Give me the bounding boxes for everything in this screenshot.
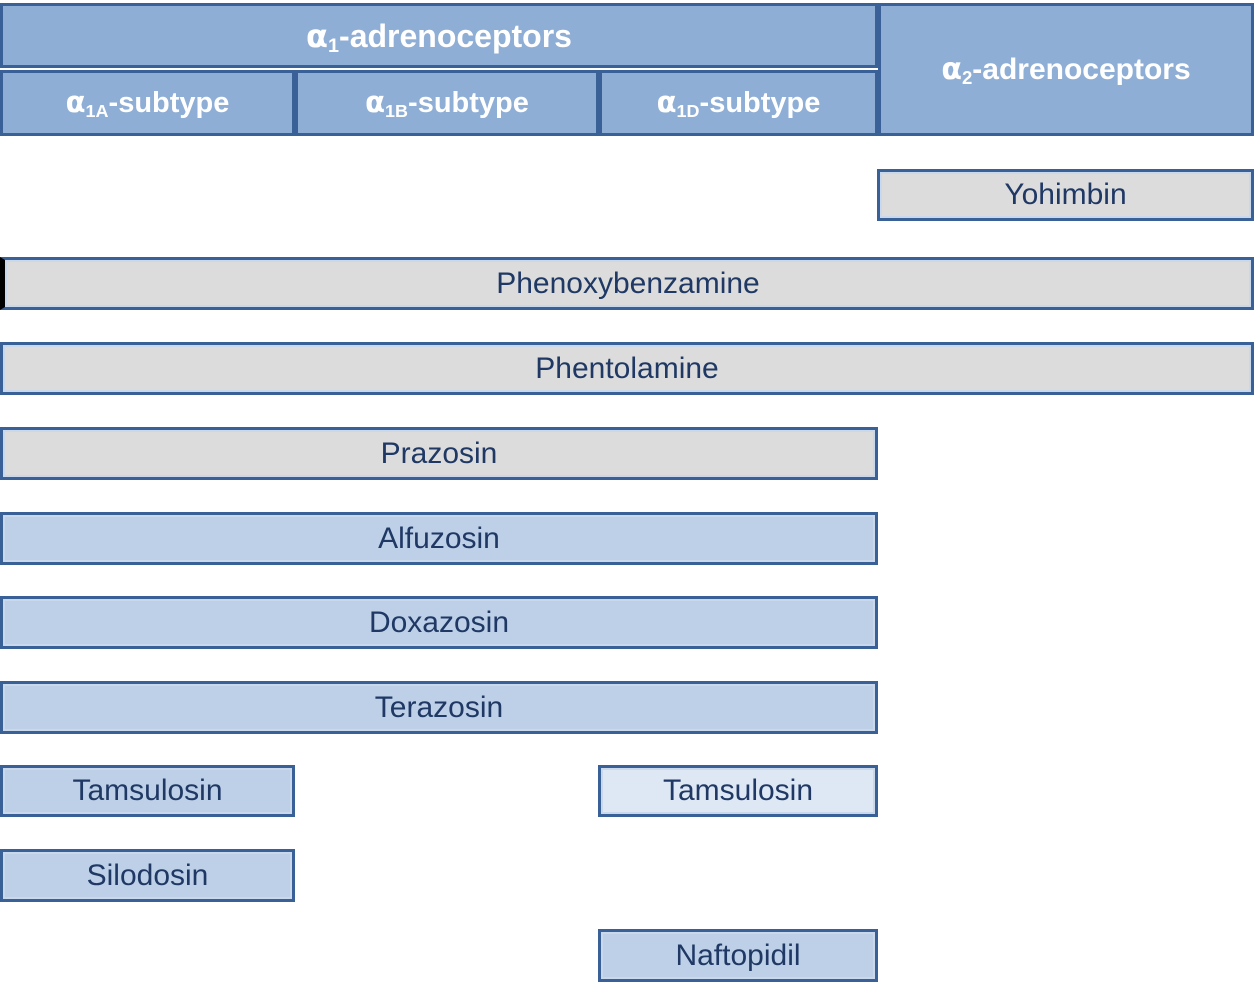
drug-bar-label: Yohimbin <box>1004 178 1127 211</box>
drug-bar-terazosin[interactable]: Terazosin <box>0 681 878 734</box>
drug-bar-inner: Terazosin <box>3 684 875 731</box>
alpha-glyph: α <box>365 85 386 119</box>
alpha1A-subscript: 1A <box>85 101 109 122</box>
header-alpha1-adrenoceptors: α1-adrenoceptors <box>0 3 878 68</box>
header-subtype-alpha1A-label: α1A-subtype <box>65 85 230 122</box>
header-subtype-alpha1B: α1B-subtype <box>295 70 599 136</box>
drug-bar-inner: Tamsulosin <box>601 768 875 814</box>
alpha1B-subscript: 1B <box>385 101 409 122</box>
header-subtype-alpha1D-label: α1D-subtype <box>656 85 821 122</box>
header-alpha2-label: α2-adrenoceptors <box>941 51 1191 88</box>
drug-bar-label: Terazosin <box>374 690 504 724</box>
drug-bar-label: Prazosin <box>380 436 498 470</box>
alpha1A-suffix: -subtype <box>108 87 230 119</box>
drug-bar-tamsulosin-a1d[interactable]: Tamsulosin <box>598 765 878 817</box>
alpha-glyph: α <box>65 85 86 119</box>
drug-bar-label: Tamsulosin <box>662 774 814 807</box>
drug-bar-phenoxybenzamine[interactable]: Phenoxybenzamine <box>0 257 1254 310</box>
drug-bar-naftopidil[interactable]: Naftopidil <box>598 929 878 982</box>
drug-bar-inner: Phenoxybenzamine <box>5 260 1251 307</box>
drug-bar-label: Naftopidil <box>675 938 801 972</box>
alpha1B-suffix: -subtype <box>408 87 529 119</box>
drug-bar-inner: Alfuzosin <box>3 515 875 562</box>
alpha-glyph: α <box>941 51 962 87</box>
drug-bar-inner: Yohimbin <box>880 172 1251 218</box>
drug-bar-label: Tamsulosin <box>72 774 223 807</box>
drug-bar-label: Doxazosin <box>368 605 510 639</box>
drug-bar-yohimbin[interactable]: Yohimbin <box>877 169 1254 221</box>
drug-bar-prazosin[interactable]: Prazosin <box>0 427 878 480</box>
drug-bar-inner: Phentolamine <box>3 345 1251 392</box>
alpha2-suffix: -adrenoceptors <box>972 52 1191 86</box>
alpha-glyph: α <box>656 85 677 119</box>
drug-bar-label: Phenoxybenzamine <box>496 266 760 300</box>
header-alpha1-label: α1-adrenoceptors <box>306 16 572 56</box>
drug-bar-inner: Naftopidil <box>601 932 875 979</box>
alpha2-subscript: 2 <box>961 66 973 88</box>
drug-bar-inner: Doxazosin <box>3 599 875 646</box>
drug-bar-label: Silodosin <box>86 858 209 892</box>
drug-bar-label: Alfuzosin <box>378 521 500 555</box>
header-subtype-alpha1D: α1D-subtype <box>599 70 878 136</box>
alpha1-suffix: -adrenoceptors <box>339 17 572 54</box>
drug-bar-inner: Silodosin <box>3 852 292 899</box>
alpha1D-subscript: 1D <box>676 101 700 122</box>
alpha1D-suffix: -subtype <box>699 87 821 119</box>
header-alpha2-adrenoceptors: α2-adrenoceptors <box>878 3 1254 136</box>
drug-bar-alfuzosin[interactable]: Alfuzosin <box>0 512 878 565</box>
header-subtype-alpha1B-label: α1B-subtype <box>365 85 529 122</box>
header-subtype-alpha1A: α1A-subtype <box>0 70 295 136</box>
drug-bar-doxazosin[interactable]: Doxazosin <box>0 596 878 649</box>
drug-bar-inner: Tamsulosin <box>3 768 292 814</box>
drug-bar-silodosin[interactable]: Silodosin <box>0 849 295 902</box>
drug-bar-label: Phentolamine <box>535 351 719 385</box>
drug-bar-tamsulosin-a1a[interactable]: Tamsulosin <box>0 765 295 817</box>
drug-bar-phentolamine[interactable]: Phentolamine <box>0 342 1254 395</box>
drug-bar-inner: Prazosin <box>3 430 875 477</box>
alpha1-subscript: 1 <box>328 35 340 58</box>
alpha-glyph: α <box>306 16 328 55</box>
